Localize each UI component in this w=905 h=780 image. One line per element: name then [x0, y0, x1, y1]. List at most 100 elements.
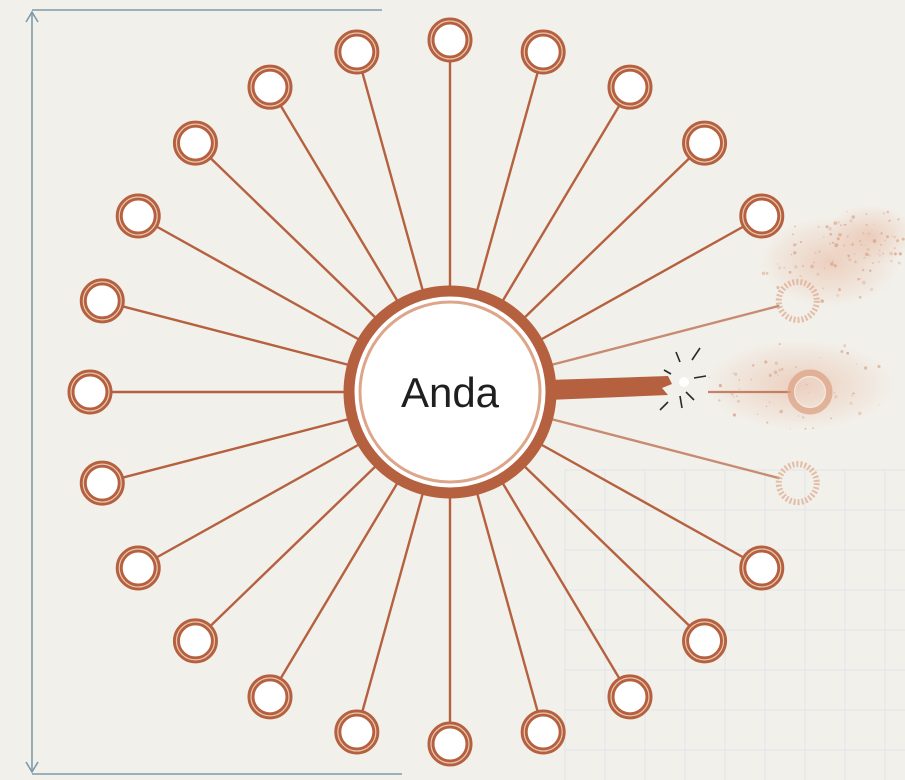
dust-particle [890, 259, 893, 263]
spoke-node-ring [775, 461, 820, 506]
spoke-line [474, 70, 540, 295]
spoke-line [278, 102, 401, 306]
hub: Anda [343, 285, 557, 499]
dust-particle [793, 243, 797, 247]
spoke-node-ring [787, 369, 833, 415]
dust-particle [861, 268, 865, 272]
spoke-line [120, 416, 353, 480]
spoke-node-ring-inner [82, 463, 122, 503]
dust-particle [865, 244, 867, 246]
dust-particle [795, 366, 797, 368]
dust-particle [836, 237, 840, 241]
dust-particle [877, 364, 881, 369]
spoke-16 [172, 462, 380, 664]
dust-particle [801, 264, 805, 268]
dust-particle [765, 405, 768, 408]
spoke-node-ring-inner [118, 548, 158, 588]
spark-flash [679, 377, 689, 387]
dust-particle [851, 394, 853, 397]
spoke-13 [427, 493, 473, 767]
dust-particle [858, 295, 862, 299]
spoke-line [474, 489, 540, 714]
dust-particle [778, 368, 782, 372]
dust-particle [858, 411, 862, 416]
dust-particle [732, 372, 734, 374]
dust-particle [891, 235, 893, 238]
dust-particle [733, 396, 735, 398]
dust-particle [869, 269, 872, 272]
spoke-18 [79, 416, 353, 506]
dust-particle [856, 263, 859, 265]
dust-particle [880, 232, 883, 235]
spoke-node-ring-inner [250, 67, 290, 107]
spoke-node-ring-inner [523, 712, 563, 752]
spoke-line [208, 462, 380, 629]
dust-particle [836, 294, 840, 297]
dust-particle [776, 263, 779, 265]
dust-particle [893, 235, 897, 239]
spoke-node-ring-inner [610, 677, 650, 717]
dust-particle [804, 427, 807, 430]
dust-particle [838, 232, 842, 237]
dust-particle [736, 399, 740, 403]
dust-particle [859, 278, 862, 280]
dust-particle [878, 403, 880, 406]
dust-particle [718, 399, 721, 402]
dust-particle [848, 258, 852, 262]
spoke-line [520, 462, 692, 629]
spoke-node-ring-inner [250, 677, 290, 717]
dust-particle [850, 244, 852, 246]
dust-particle [736, 395, 738, 397]
dust-particle [766, 421, 769, 424]
spark-icon [659, 401, 669, 411]
spoke-line [208, 155, 380, 322]
dust-particle [818, 250, 821, 253]
spoke-22 [172, 120, 380, 322]
spark-icon [663, 369, 672, 375]
dust-particle [847, 254, 851, 258]
dust-particle [768, 373, 772, 377]
dust-particle [837, 221, 840, 224]
spoke-3 [499, 64, 653, 306]
spoke-node-ring-inner [610, 67, 650, 107]
dust-particle [893, 247, 896, 250]
spoke-8 [547, 416, 820, 506]
dust-particle [862, 280, 866, 285]
dust-particle [843, 244, 846, 247]
dust-particle [885, 235, 890, 239]
spoke-line [154, 441, 364, 560]
spoke-19 [67, 369, 349, 415]
dust-particle [866, 247, 870, 252]
dust-particle [718, 383, 723, 388]
dust-particle [863, 256, 866, 259]
spoke-node-ring-inner [684, 123, 725, 163]
spark-icon [693, 375, 707, 379]
dust-particle [774, 361, 778, 365]
dust-particle [869, 287, 874, 292]
spoke-line [536, 441, 746, 560]
dust-particle [829, 242, 832, 245]
spoke-line [278, 478, 401, 682]
dust-particle [884, 239, 886, 242]
spark-icon [685, 391, 695, 401]
dust-particle [789, 428, 791, 430]
dust-particle [761, 271, 766, 276]
dust-particle [756, 413, 759, 416]
spoke-line [360, 70, 426, 295]
dust-particle [877, 260, 881, 264]
spark-icon [691, 347, 701, 361]
dust-particle [822, 287, 825, 290]
dust-particle [838, 288, 841, 292]
dust-particle [879, 249, 881, 251]
hub-label: Anda [401, 369, 500, 416]
spoke-node-ring-inner [793, 375, 827, 409]
spoke-line [547, 304, 780, 368]
dust-particle [844, 223, 847, 226]
spoke-node-ring-inner [684, 621, 725, 661]
spoke-node-ring-inner [175, 123, 216, 163]
dust-particle [813, 261, 815, 264]
dust-particle [882, 212, 886, 215]
dust-particle [832, 241, 835, 244]
dust-particle [834, 243, 839, 247]
dust-particle [734, 372, 738, 376]
